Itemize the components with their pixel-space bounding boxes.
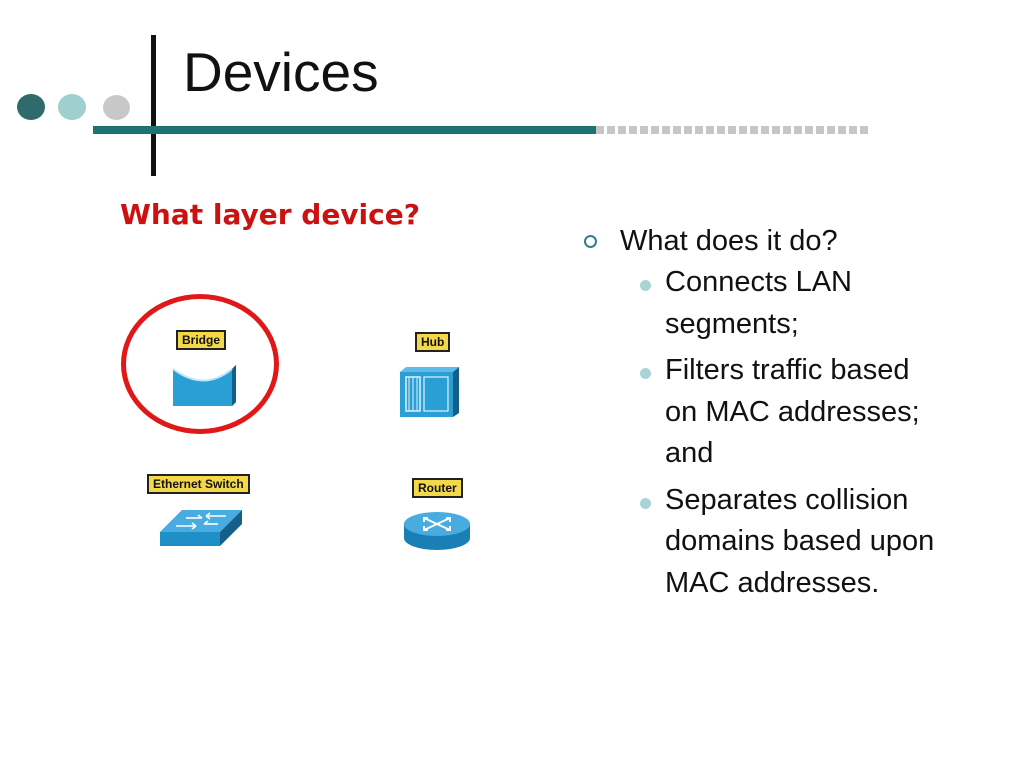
switch-label: Ethernet Switch	[147, 474, 250, 494]
sub-bullet-text: Filters traffic based on MAC addresses; …	[665, 354, 920, 469]
bullet-item: What does it do?	[580, 222, 1010, 260]
bridge-icon	[172, 365, 236, 406]
sub-bullet-item: Connects LAN segments;	[580, 262, 945, 345]
bullet-dot-icon	[640, 497, 651, 509]
bullet-dot-icon	[640, 368, 651, 379]
bridge-label: Bridge	[176, 330, 227, 350]
sub-bullet-list: Connects LAN segments; Filters traffic b…	[580, 262, 1010, 604]
header-rule	[93, 126, 596, 134]
circle-dot-icon	[584, 235, 597, 248]
header-vertical-rule	[151, 35, 156, 176]
router-icon	[404, 512, 470, 550]
header-dotted-rule	[596, 126, 870, 134]
sub-bullet-text: Connects LAN segments;	[665, 266, 852, 340]
sub-bullet-item: Separates collision domains based upon M…	[580, 480, 945, 605]
bullet-dot-icon	[640, 280, 651, 291]
bullet-text: What does it do?	[620, 225, 838, 257]
sub-bullet-item: Filters traffic based on MAC addresses; …	[580, 350, 945, 475]
bullet-list: What does it do? Connects LAN segments; …	[580, 222, 1010, 609]
hub-icon	[400, 367, 459, 417]
sub-bullet-text: Separates collision domains based upon M…	[665, 483, 935, 599]
bridge-highlight-circle	[121, 294, 279, 434]
question-heading: What layer device?	[120, 198, 420, 231]
slide-title: Devices	[183, 41, 379, 103]
decor-dot-light	[58, 94, 86, 120]
hub-label: Hub	[415, 332, 451, 352]
decor-dot-dark	[17, 94, 45, 120]
decor-dot-grey	[103, 95, 130, 120]
router-label: Router	[412, 478, 463, 498]
switch-icon	[160, 510, 242, 546]
